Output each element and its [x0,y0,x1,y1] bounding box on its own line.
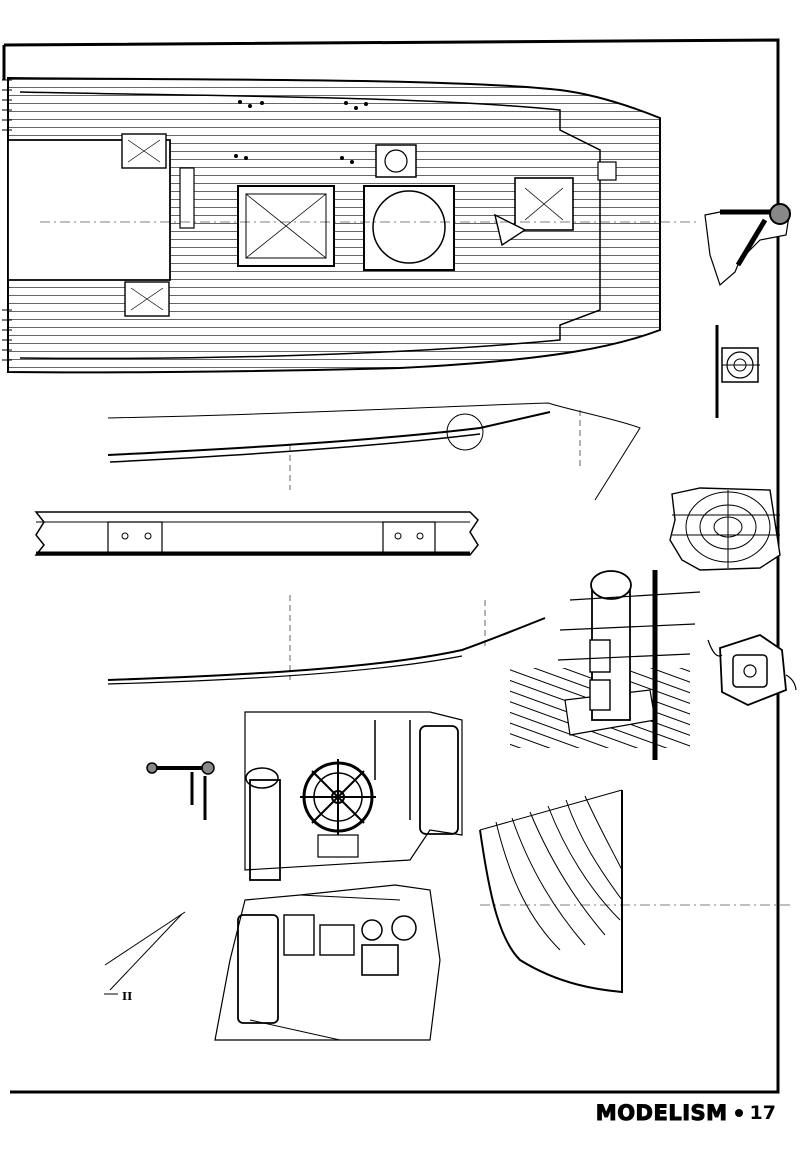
page-number: 17 [749,1102,776,1124]
hull-body-plan [479,789,790,994]
gunwale-profile [107,595,546,685]
page-frame [2,38,780,1094]
deck-rivets [234,100,368,164]
bullet-icon [734,1109,743,1117]
section-marker-lines [104,911,186,995]
page-footer: MODELISM 17 [595,1101,776,1126]
magazine-brand: MODELISM [595,1101,728,1126]
deck-light-detail [715,325,760,418]
rail-strip-detail [34,511,479,556]
wheelhouse-interior-drawing [244,711,463,881]
binnacle-drawing [510,570,701,760]
deck-plan [2,76,700,374]
bulwark-section-detail [704,203,791,287]
fitting-section-detail [146,761,215,820]
control-panel-drawing [214,884,441,1041]
sheer-line-profile [107,402,641,501]
section-marker-label: II [122,990,133,1003]
log-section-detail [669,487,781,571]
junction-box-detail [707,634,797,706]
